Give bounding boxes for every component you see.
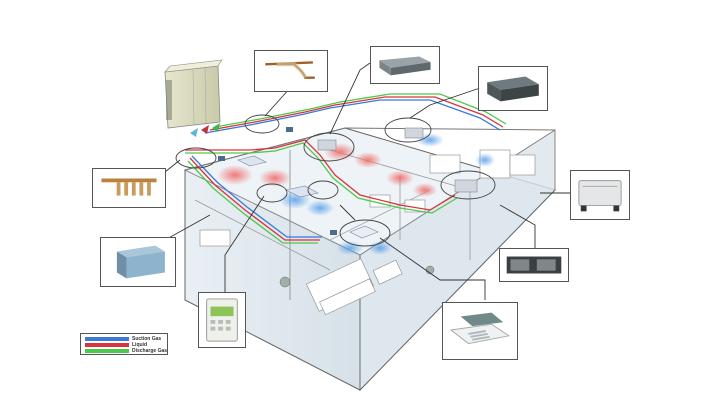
liquid-valve-icon	[201, 125, 209, 134]
outdoor-unit	[164, 59, 223, 137]
warm-air-flow	[217, 165, 253, 185]
cassette-unit-icon	[449, 312, 511, 345]
slim-duct-unit-icon	[379, 56, 431, 76]
warm-air-flow	[354, 152, 382, 168]
suction-gas-pipe	[191, 155, 322, 238]
branch-box-icon	[330, 230, 337, 235]
callout-slim-duct-unit	[370, 46, 440, 84]
cool-air-flow	[475, 153, 495, 167]
remote-controller-icon	[206, 298, 238, 342]
callout-convector-heater	[570, 170, 630, 220]
legend-label-liquid: Liquid	[132, 342, 147, 348]
branch-box-icon	[218, 156, 225, 161]
convector-heater-icon	[578, 180, 622, 212]
legend-label-discharge: Discharge Gas	[132, 348, 168, 354]
legend-swatch-suction	[85, 337, 129, 341]
callout-refnet-header	[92, 168, 166, 208]
warm-air-flow	[413, 183, 437, 197]
callout-ceiling-duct-unit	[478, 66, 548, 111]
callout-air-handling-unit	[100, 237, 176, 287]
suction-valve-icon	[190, 128, 198, 137]
callout-high-static-duct-unit	[499, 248, 569, 282]
building-back-wall-top	[184, 127, 556, 171]
pipe-legend: Suction Gas Liquid Discharge Gas	[80, 333, 168, 355]
air-handling-unit-icon	[116, 245, 165, 279]
highlight-circles	[175, 114, 496, 247]
suction-gas-pipe	[204, 99, 501, 134]
liquid-pipe	[185, 139, 456, 211]
legend-swatch-liquid	[85, 343, 129, 347]
legend-label-suction: Suction Gas	[132, 336, 162, 342]
liquid-pipe	[189, 157, 320, 241]
discharge-gas-pipe	[185, 142, 458, 214]
callout-refnet-joint	[254, 50, 328, 92]
callout-wired-remote-controller	[198, 292, 246, 348]
warm-air-flow	[259, 169, 291, 187]
cool-air-flow	[306, 200, 334, 216]
refnet-header-icon	[101, 178, 157, 196]
refnet-joint-icon	[265, 61, 315, 79]
branch-box-icon	[286, 127, 293, 132]
cool-air-flow	[336, 241, 364, 255]
building	[184, 127, 556, 392]
warm-air-flow	[386, 170, 414, 186]
ceiling-duct-unit-icon	[487, 76, 539, 102]
callout-cassette-unit	[442, 302, 518, 360]
leader-lines	[149, 62, 572, 300]
liquid-pipe	[209, 96, 504, 131]
cool-air-flow	[368, 241, 392, 255]
discharge-valve-icon	[212, 123, 220, 132]
refrigerant-piping	[185, 93, 507, 244]
high-static-duct-unit-icon	[506, 256, 562, 274]
discharge-gas-pipe	[187, 160, 318, 244]
legend-swatch-discharge	[85, 349, 129, 353]
discharge-gas-pipe	[214, 93, 507, 128]
